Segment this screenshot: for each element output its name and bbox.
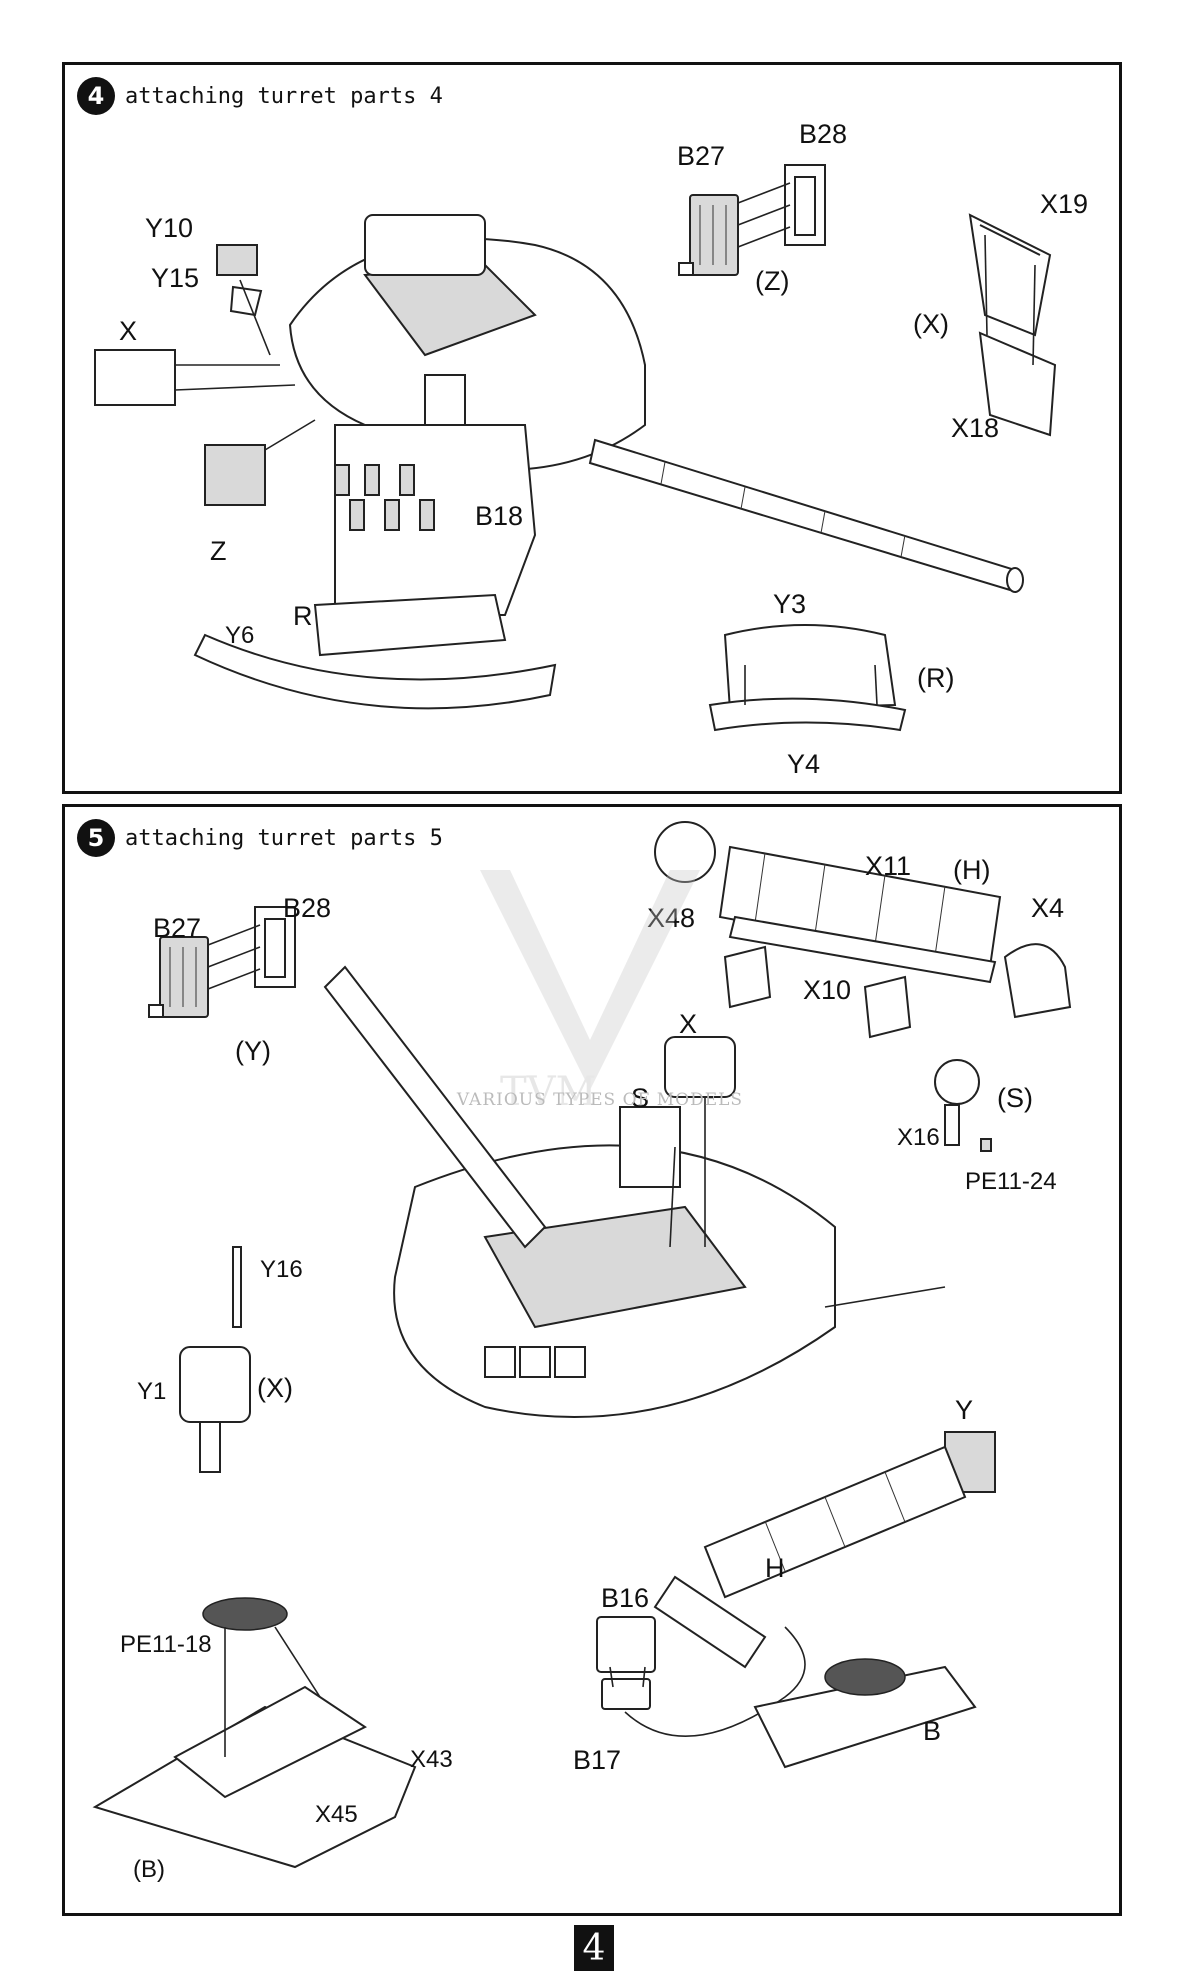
label-b28: B28 — [283, 893, 331, 923]
label-x: X — [679, 1009, 697, 1039]
box-y-assembly — [148, 906, 296, 1018]
watermark-caption: VARIOUS TYPES OF MODELS — [456, 1090, 744, 1110]
label-x10: X10 — [803, 975, 851, 1005]
step-5-title: attaching turret parts 5 — [125, 825, 443, 851]
label-y1: Y1 — [137, 1378, 166, 1405]
turret-illustration — [94, 214, 1024, 710]
label-x: X — [119, 316, 137, 346]
label-x45: X45 — [315, 1801, 358, 1828]
label-x48: X48 — [647, 903, 695, 933]
label-y16: Y16 — [260, 1256, 303, 1283]
page-number: 4 — [574, 1925, 614, 1971]
turret-top-illustration — [323, 965, 946, 1418]
label-b-sub: (B) — [133, 1856, 165, 1883]
tube-h-assembly — [654, 821, 1072, 1039]
label-x18: X18 — [951, 413, 999, 443]
label-x43: X43 — [410, 1746, 453, 1773]
label-y3: Y3 — [773, 589, 806, 619]
label-y6: Y6 — [225, 622, 254, 649]
tvm-watermark-logo: TVM — [480, 870, 700, 1115]
label-b27: B27 — [677, 141, 725, 171]
label-pe11-24: PE11-24 — [965, 1168, 1057, 1195]
armor-r-assembly — [708, 624, 907, 732]
label-z: Z — [210, 536, 227, 566]
step-5-panel: 5 attaching turret parts 5 X11 (H) X48 X… — [62, 804, 1122, 1916]
label-z-sub: (Z) — [755, 266, 789, 296]
part-b16-b17 — [596, 1616, 806, 1737]
label-b: B — [923, 1716, 941, 1746]
step-4-number: 4 — [77, 77, 115, 115]
label-h-sub: (H) — [953, 855, 990, 885]
box-z-assembly — [678, 164, 826, 276]
label-x16: X16 — [897, 1124, 940, 1151]
label-b18: B18 — [475, 501, 523, 531]
label-b17: B17 — [573, 1745, 621, 1775]
step-5-number: 5 — [77, 819, 115, 857]
label-y15: Y15 — [151, 263, 199, 293]
step-4-header: 4 attaching turret parts 4 — [77, 77, 443, 115]
label-pe11-18: PE11-18 — [120, 1631, 212, 1658]
tube-h-lower — [653, 1445, 967, 1669]
label-x4: X4 — [1031, 893, 1064, 923]
label-y4: Y4 — [787, 749, 820, 779]
label-x-sub: (X) — [913, 309, 949, 339]
label-x19: X19 — [1040, 189, 1088, 219]
label-b27: B27 — [153, 913, 201, 943]
label-r-sub: (R) — [917, 663, 954, 693]
step-5-header: 5 attaching turret parts 5 — [77, 819, 443, 857]
step-4-title: attaching turret parts 4 — [125, 83, 443, 109]
label-y10: Y10 — [145, 213, 193, 243]
step-5-diagram: X11 (H) X48 X4 X10 B27 B28 (Y) — [92, 821, 1072, 1883]
label-s: S — [631, 1083, 649, 1113]
step-4-diagram: B27 B28 (Z) X19 (X) X18 — [94, 119, 1088, 779]
label-r: R — [293, 601, 313, 631]
bin-x-assembly — [968, 213, 1057, 437]
label-x11: X11 — [865, 851, 911, 881]
label-y-sub: (Y) — [235, 1036, 271, 1066]
step-4-panel: 4 attaching turret parts 4 B27 B28 (Z) X… — [62, 62, 1122, 794]
label-b28: B28 — [799, 119, 847, 149]
label-h: H — [765, 1553, 785, 1583]
base-b-left — [92, 1597, 417, 1869]
label-y: Y — [955, 1395, 973, 1425]
part-s-assembly — [934, 1059, 992, 1152]
part-x-assembly — [179, 1246, 251, 1473]
watermark-letters: TVM — [500, 1069, 597, 1115]
label-s-sub: (S) — [997, 1083, 1033, 1113]
label-x-sub: (X) — [257, 1373, 293, 1403]
base-b-right — [753, 1658, 977, 1769]
label-b16: B16 — [601, 1583, 649, 1613]
